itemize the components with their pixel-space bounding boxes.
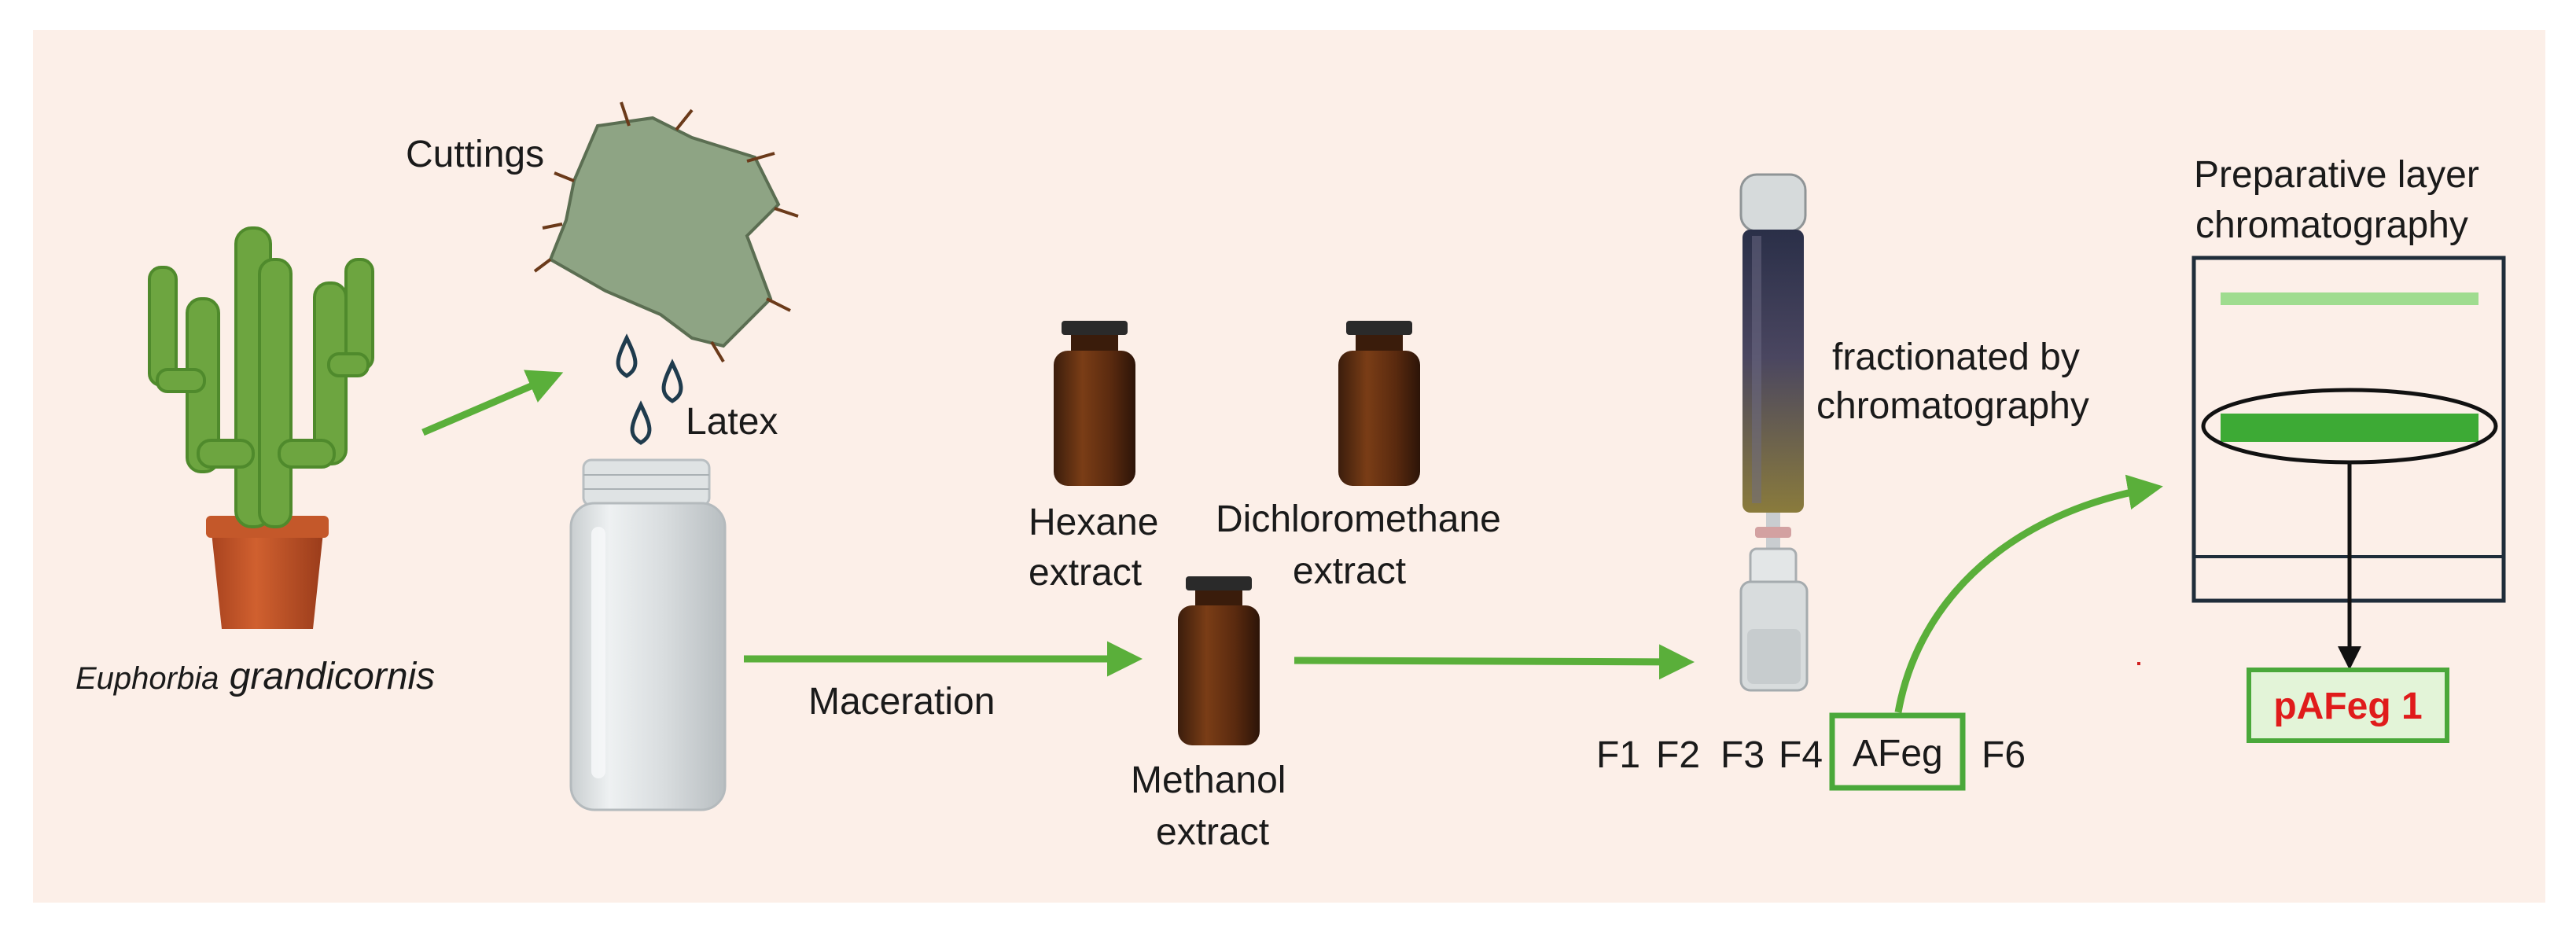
arrow-to-column (1294, 644, 1695, 680)
afeg-box (1829, 712, 1966, 791)
arrow-to-plc (1894, 474, 2163, 713)
amber-vial-icon (1338, 321, 1420, 486)
methanol-label-1: Methanol (1131, 760, 1286, 801)
chromatography-column-icon (1739, 173, 1809, 692)
methanol-label-2: extract (1156, 811, 1269, 853)
target-band (2221, 414, 2478, 442)
dcm-label-2: extract (1293, 550, 1406, 592)
cuttings-label: Cuttings (406, 134, 544, 175)
hexane-label-1: Hexane (1029, 502, 1158, 543)
droplets-icon (616, 333, 683, 445)
arrow-to-cuttings (421, 370, 564, 436)
plc-label-1: Preparative layer (2194, 154, 2479, 196)
fraction-f4: F4 (1779, 734, 1823, 776)
glass-jar-icon (569, 458, 727, 811)
background-panel (33, 30, 2545, 903)
stray-mark (2137, 662, 2140, 665)
amber-vial-icon (1178, 576, 1260, 745)
species-label: Euphorbia grandicornis (75, 656, 435, 697)
fraction-f1: F1 (1596, 734, 1640, 776)
dcm-label-1: Dichloromethane (1216, 498, 1501, 540)
fractionated-label-2: chromatography (1816, 385, 2089, 427)
plc-label-2: chromatography (2195, 204, 2468, 246)
maceration-label: Maceration (808, 681, 995, 723)
species-epithet: grandicornis (219, 656, 435, 697)
fractionated-label-1: fractionated by (1832, 337, 2080, 378)
fraction-afeg: AFeg (1853, 733, 1943, 774)
amber-vial-icon (1054, 321, 1135, 486)
latex-label: Latex (686, 401, 778, 443)
fraction-f6: F6 (1982, 734, 2026, 776)
species-genus: Euphorbia (75, 661, 219, 696)
product-label: pAFeg 1 (2273, 686, 2422, 727)
cactus-cuttings-icon (533, 101, 799, 363)
hexane-label-2: extract (1029, 552, 1142, 594)
product-box (2247, 668, 2449, 743)
upper-band (2221, 292, 2478, 305)
fraction-f2: F2 (1656, 734, 1700, 776)
cactus-plant-icon (148, 226, 374, 629)
fraction-f3: F3 (1720, 734, 1765, 776)
